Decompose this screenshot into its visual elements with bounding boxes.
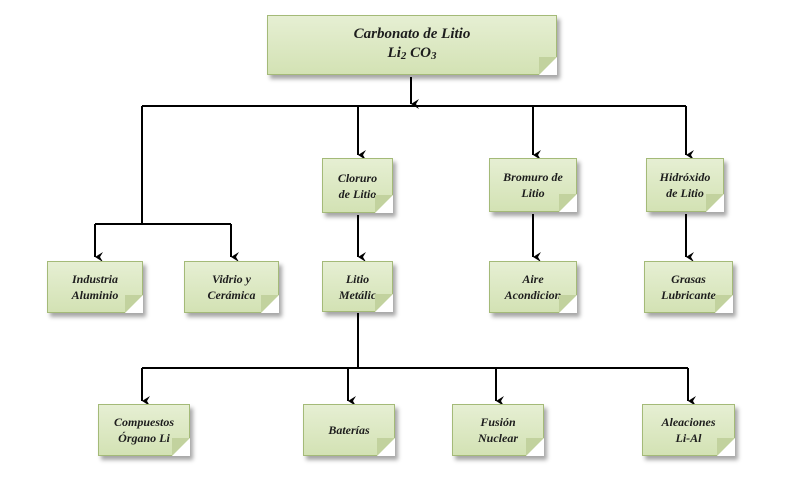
node-label-line2: Li-Al — [675, 431, 702, 445]
node-label-line2: Aluminio — [71, 288, 119, 302]
node-label: Carbonato de Litio — [353, 25, 471, 42]
node-label-line2: Nuclear — [478, 431, 518, 445]
node-formula: Li2 CO3 — [388, 44, 437, 66]
node-hidroxido-de-litio: Hidróxido de Litio — [646, 158, 724, 212]
formula-co: CO — [406, 44, 431, 61]
node-label-line1: Compuestos — [113, 415, 174, 429]
node-label-line1: Aire — [522, 272, 544, 286]
node-label-line2: Lubricante — [661, 288, 716, 302]
node-aire-acondicion: Aire Acondicion — [489, 261, 577, 313]
node-baterias: Baterías — [303, 404, 395, 456]
formula-li-subscript: 2 — [400, 49, 407, 62]
node-label-line1: Vidrio y — [211, 272, 251, 286]
node-label-line2: Órgano Li — [118, 431, 170, 445]
node-grasas-lubricante: Grasas Lubricante — [644, 261, 733, 313]
node-cloruro-de-litio: Cloruro de Litio — [322, 158, 393, 213]
node-compuestos-organo-li: Compuestos Órgano Li — [98, 404, 190, 456]
formula-li: Li — [387, 44, 401, 61]
node-bromuro-de-litio: Bromuro de Litio — [489, 158, 577, 212]
node-label-line1: Grasas — [671, 272, 706, 286]
formula-co-subscript: 3 — [430, 49, 437, 62]
node-carbonato-de-litio: Carbonato de Litio Li2 CO3 — [267, 15, 557, 75]
node-label-line2: Cerámica — [207, 288, 256, 302]
node-litio-metalic: Litio Metálic — [322, 261, 393, 312]
node-label-line1: Baterías — [328, 423, 370, 437]
node-label-line1: Litio — [345, 271, 370, 286]
node-label-line2: Acondicion — [504, 288, 562, 302]
node-label-line2: de Litio — [338, 186, 377, 201]
node-industria-aluminio: Industria Aluminio — [47, 261, 143, 313]
node-label-line1: Industria — [71, 272, 119, 286]
node-label-line1: Aleaciones — [661, 415, 716, 429]
node-fusion-nuclear: Fusión Nuclear — [452, 404, 544, 456]
node-label-line1: Bromuro de — [503, 170, 563, 184]
node-aleaciones-li-al: Aleaciones Li-Al — [642, 404, 735, 456]
node-vidrio-y-ceramica: Vidrio y Cerámica — [184, 261, 279, 313]
node-label-line2: Litio — [521, 186, 545, 200]
node-label-line2: Metálic — [338, 287, 377, 302]
node-label-line1: Hidróxido — [659, 170, 711, 184]
node-label-line2: de Litio — [666, 186, 704, 200]
node-label-line1: Cloruro — [337, 170, 378, 185]
node-label-line1: Fusión — [480, 415, 516, 429]
